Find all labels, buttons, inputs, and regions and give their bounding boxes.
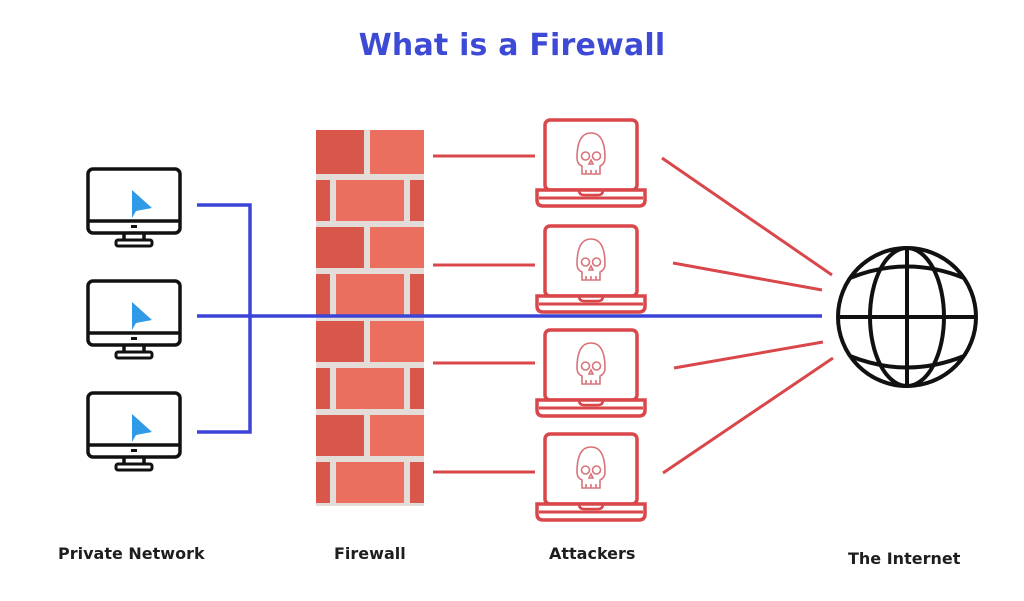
blocked-connections [433, 154, 535, 474]
desktop-computer-icon [86, 167, 182, 248]
brick [370, 227, 424, 268]
brick [316, 415, 364, 456]
label-private-network: Private Network [58, 544, 205, 563]
desktop-computer-icon [86, 391, 182, 472]
attack-line [673, 340, 824, 370]
attack-connections [661, 156, 834, 475]
brick [370, 130, 424, 174]
brick [370, 321, 424, 362]
brick [336, 274, 404, 315]
attack-line [661, 156, 833, 277]
attack-line [672, 261, 823, 292]
brick [316, 462, 330, 503]
attackers-group [535, 118, 647, 522]
brick [410, 180, 424, 221]
brick [410, 368, 424, 409]
attack-line [662, 356, 834, 475]
brick [370, 415, 424, 456]
laptop-skull-icon [535, 118, 647, 208]
brick [410, 462, 424, 503]
brick [316, 368, 330, 409]
brick [410, 274, 424, 315]
label-internet: The Internet [848, 549, 961, 568]
brick [336, 462, 404, 503]
laptop-skull-icon [535, 224, 647, 314]
label-firewall: Firewall [334, 544, 406, 563]
desktop-computer-icon [86, 279, 182, 360]
diagram-title: What is a Firewall [358, 28, 666, 63]
private-network-bracket [197, 203, 252, 434]
laptop-skull-icon [535, 432, 647, 522]
brick [316, 321, 364, 362]
firewall-wall [316, 130, 424, 506]
brick [336, 368, 404, 409]
brick [316, 180, 330, 221]
laptop-skull-icon [535, 328, 647, 418]
brick [336, 180, 404, 221]
brick [316, 274, 330, 315]
brick [316, 130, 364, 174]
label-attackers: Attackers [549, 544, 636, 563]
brick [316, 227, 364, 268]
private-network-computers [86, 167, 182, 472]
globe-icon [836, 246, 978, 388]
